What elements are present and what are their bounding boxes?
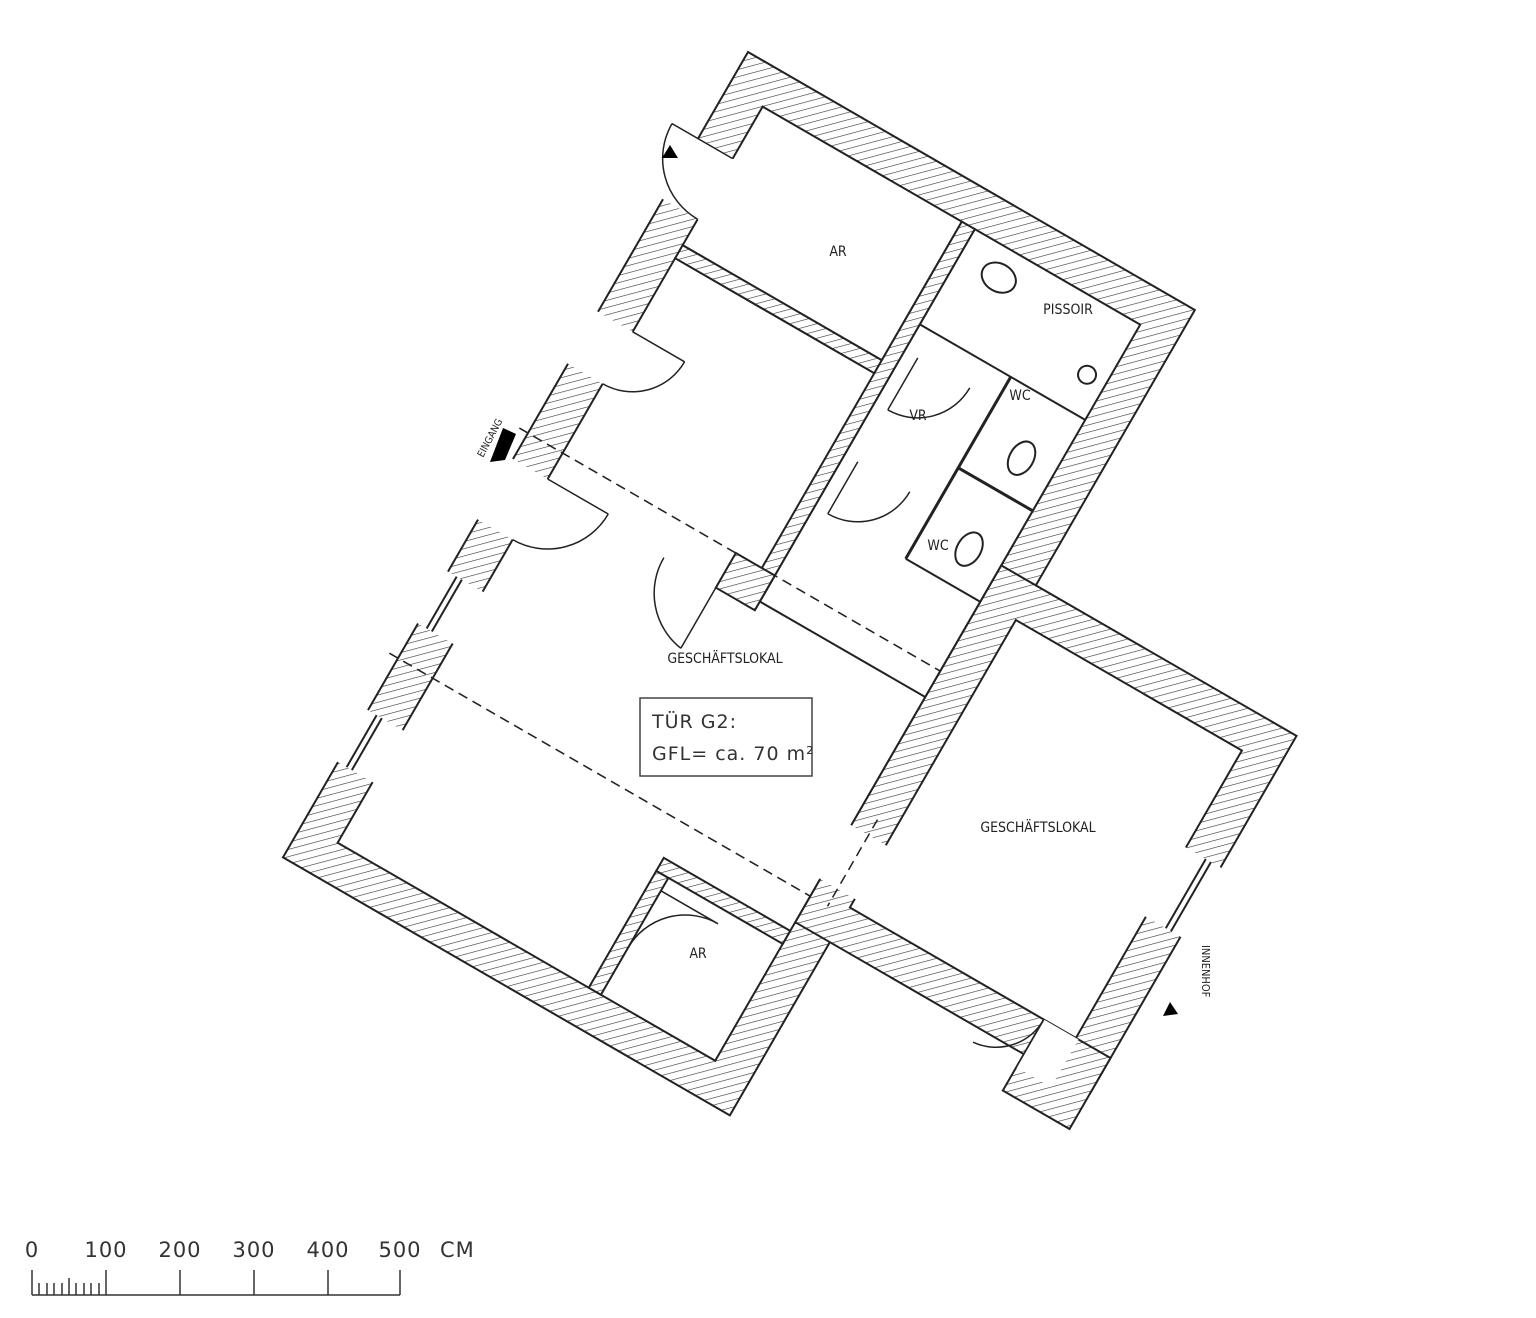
scale-bar xyxy=(31,1270,401,1296)
room-label-vr: VR xyxy=(909,408,927,424)
scale-unit: CM xyxy=(440,1238,475,1262)
door-swing xyxy=(827,461,911,523)
window xyxy=(425,576,458,630)
room-label-geschaeftslokal-wing: GESCHÄFTSLOKAL xyxy=(980,818,1095,836)
door-swing xyxy=(661,122,734,220)
window xyxy=(1170,861,1212,932)
info-box xyxy=(639,697,813,777)
direction-marker-icon xyxy=(1163,1002,1178,1016)
room-label-ar-bottom: AR xyxy=(689,946,707,962)
scale-tick-200: 200 xyxy=(158,1238,201,1262)
toilet-icon xyxy=(954,531,984,567)
urinal-icon xyxy=(1077,364,1098,385)
window xyxy=(430,579,463,633)
room-label-wc-1: WC xyxy=(1009,388,1030,404)
scale-tick-0: 0 xyxy=(25,1238,39,1262)
room-label-wc-2: WC xyxy=(927,538,948,554)
entrance-arrow-icon xyxy=(490,428,516,462)
info-box-line1: TÜR G2: xyxy=(651,710,737,733)
partition-ar-bottom-h xyxy=(654,856,792,946)
door-swing xyxy=(512,478,609,550)
window xyxy=(345,714,378,768)
door-swing xyxy=(653,557,717,649)
room-label-pissoir: PISSOIR xyxy=(1043,302,1093,318)
building xyxy=(281,50,1298,1131)
door-swing xyxy=(887,357,971,419)
window xyxy=(350,717,383,771)
sink-icon xyxy=(980,261,1017,294)
scale-tick-100: 100 xyxy=(84,1238,127,1262)
toilet-icon xyxy=(1006,440,1037,476)
door-swing xyxy=(602,331,686,393)
direction-marker-icon xyxy=(662,145,678,158)
scale-tick-400: 400 xyxy=(306,1238,349,1262)
room-label-ar-top: AR xyxy=(829,244,847,260)
window xyxy=(1164,858,1207,929)
info-box-line2: GFL= ca. 70 m² xyxy=(652,743,815,765)
scale-tick-500: 500 xyxy=(378,1238,421,1262)
door-swing xyxy=(627,890,719,949)
door-swing xyxy=(972,1019,1045,1068)
room-label-geschaeftslokal-main: GESCHÄFTSLOKAL xyxy=(667,649,782,667)
courtyard-label: INNENHOF xyxy=(1199,945,1212,998)
scale-tick-300: 300 xyxy=(232,1238,275,1262)
